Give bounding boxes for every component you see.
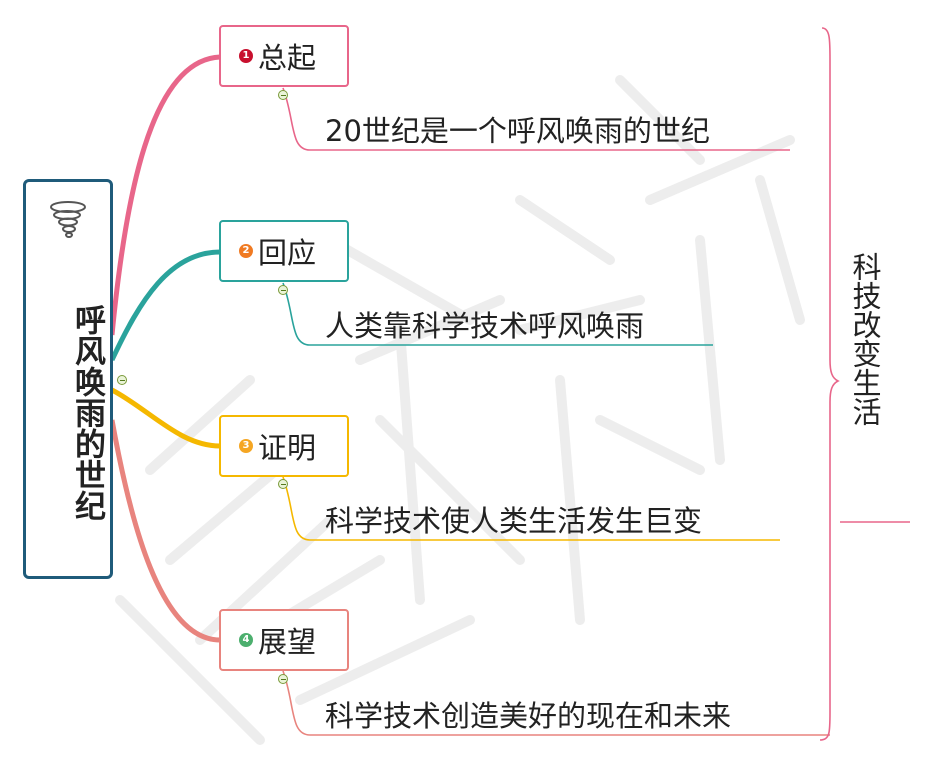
summary-label[interactable]: 科技改变生活 — [848, 252, 882, 426]
root-title: 呼风唤雨的世纪 — [69, 303, 105, 521]
branch-collapse-toggle-3[interactable] — [278, 479, 288, 489]
branch-detail-3[interactable]: 科学技术使人类生活发生巨变 — [325, 504, 703, 538]
branch-detail-1[interactable]: 20世纪是一个呼风唤雨的世纪 — [325, 114, 710, 148]
branch-node-3[interactable]: 3 证明 — [219, 415, 349, 477]
branch-collapse-toggle-2[interactable] — [278, 285, 288, 295]
branch-label-1: 总起 — [258, 41, 317, 75]
root-collapse-toggle[interactable] — [117, 375, 127, 385]
branch-collapse-toggle-1[interactable] — [278, 90, 288, 100]
branch-detail-4[interactable]: 科学技术创造美好的现在和未来 — [325, 699, 732, 733]
branch-detail-2[interactable]: 人类靠科学技术呼风唤雨 — [325, 309, 645, 343]
branch-label-4: 展望 — [258, 625, 317, 659]
priority-badge-1: 1 — [239, 49, 253, 63]
branch-node-1[interactable]: 1 总起 — [219, 25, 349, 87]
branch-collapse-toggle-4[interactable] — [278, 674, 288, 684]
branch-connector-3 — [110, 387, 221, 449]
branch-connector-1 — [109, 54, 221, 336]
branch-node-2[interactable]: 2 回应 — [219, 220, 349, 282]
branch-connector-2 — [109, 249, 221, 362]
priority-badge-2: 2 — [239, 244, 253, 258]
branch-connector-4 — [109, 419, 221, 643]
branch-label-3: 证明 — [258, 431, 317, 465]
branch-node-4[interactable]: 4 展望 — [219, 609, 349, 671]
branch-label-2: 回应 — [258, 236, 317, 270]
summary-brace — [819, 27, 840, 741]
leaf-connector-2 — [282, 282, 713, 346]
priority-badge-4: 4 — [239, 633, 253, 647]
tornado-icon — [50, 201, 86, 238]
priority-badge-3: 3 — [239, 439, 253, 453]
root-node[interactable]: 呼风唤雨的世纪 — [23, 179, 113, 579]
leaf-connector-1 — [282, 87, 790, 151]
leaf-connector-3 — [282, 476, 780, 541]
